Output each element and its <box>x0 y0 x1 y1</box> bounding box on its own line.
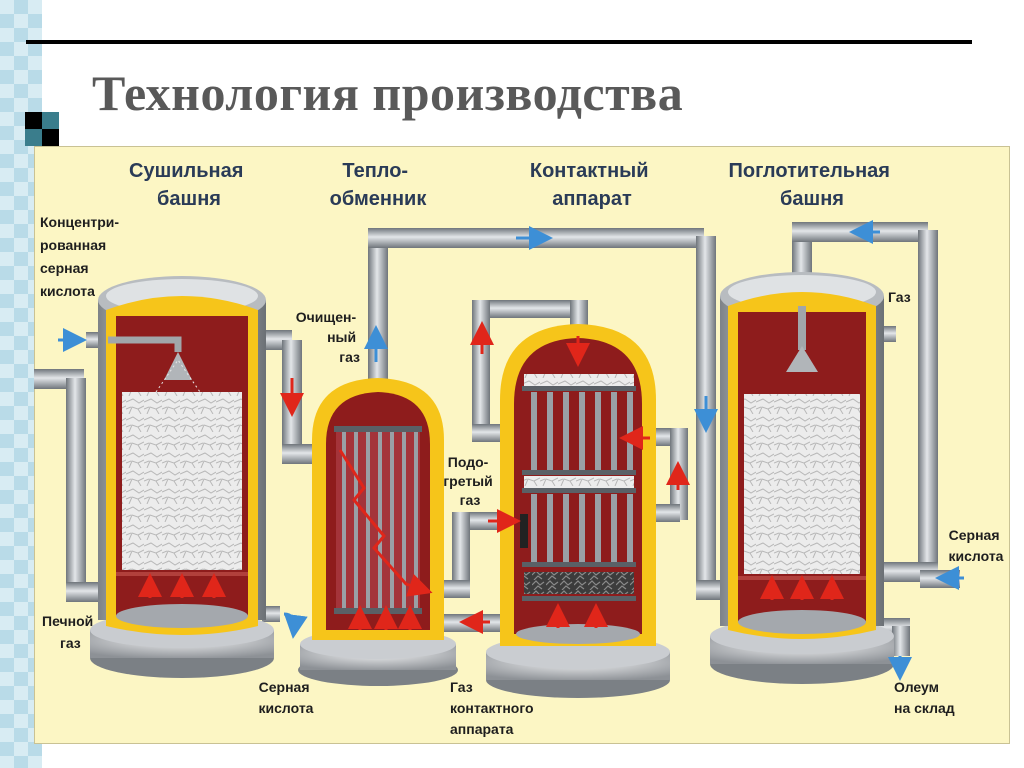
label-sulfuric-acid-out: Серная кислота <box>259 679 314 716</box>
header-absorption-tower: Поглотительная башня <box>728 160 895 210</box>
header-drying-tower: Сушильная башня <box>129 160 249 210</box>
pipe-network <box>34 222 960 656</box>
contact-apparatus <box>486 324 670 698</box>
label-furnace-gas: Печной газ <box>42 613 97 651</box>
flow-arrows <box>58 220 964 681</box>
absorption-tower <box>710 272 894 684</box>
label-gas-out: Газ <box>888 289 911 305</box>
label-concentrated-acid: Концентри- рованная серная кислота <box>40 214 123 299</box>
label-heated-gas: Подо- гретый газ <box>443 454 496 508</box>
label-contact-gas: Газ контактного аппарата <box>450 679 537 737</box>
label-cleaned-gas: Очищен- ный газ <box>296 309 360 365</box>
square-bullet-icon <box>25 112 59 146</box>
heat-exchanger <box>298 378 458 686</box>
header-heat-exchanger: Тепло- обменник <box>330 160 428 210</box>
label-oleum: Олеум на склад <box>894 679 955 716</box>
header-contact-apparatus: Контактный аппарат <box>530 160 654 210</box>
label-sulfuric-acid-in: Серная кислота <box>949 527 1004 564</box>
title-rule <box>26 40 972 44</box>
drying-tower <box>90 276 274 678</box>
page-title: Технология производства <box>92 65 684 121</box>
